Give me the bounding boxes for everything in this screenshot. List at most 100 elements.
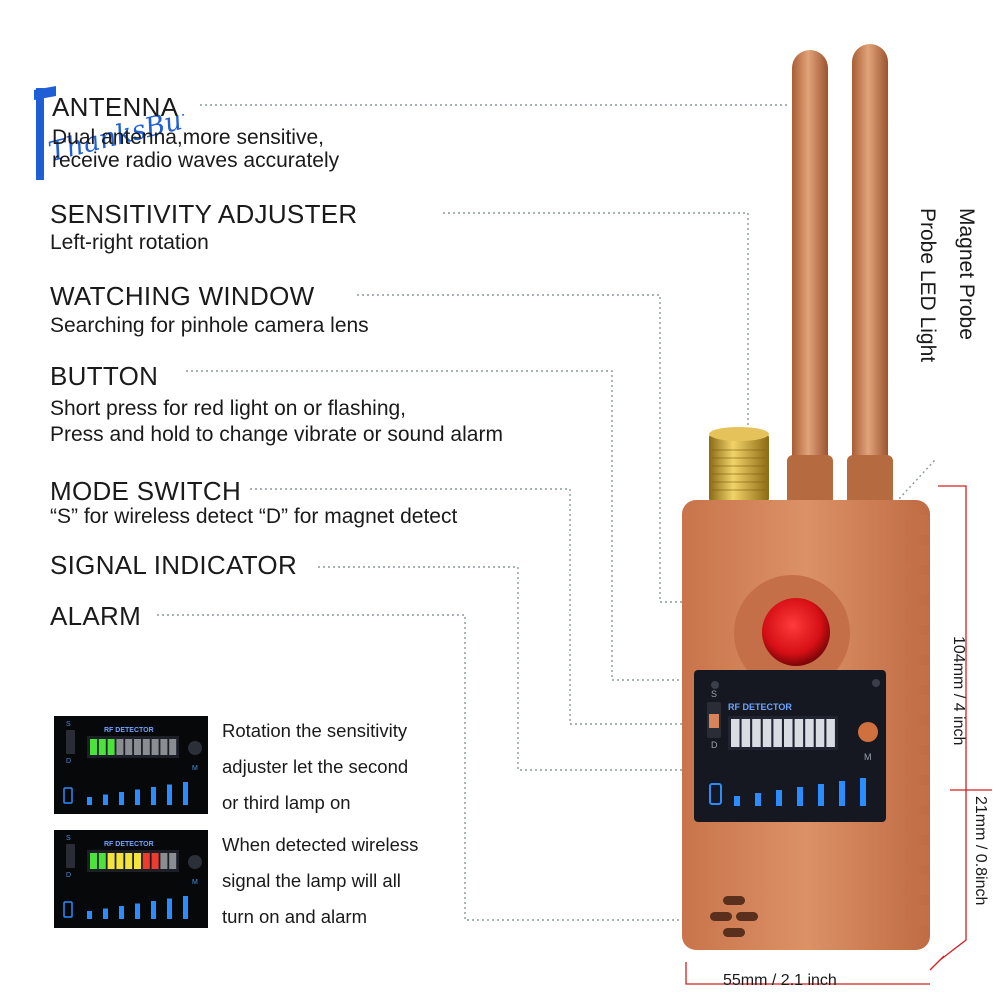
signal-led [784, 719, 793, 747]
mini-signal-bar [151, 901, 156, 919]
example-1-line-2: adjuster let the second [222, 756, 409, 777]
signal-led [741, 719, 751, 747]
mini-signal-bar [103, 908, 108, 919]
example-panel-2: S D RF DETECTOR M [54, 830, 208, 928]
mini-button-m: M [192, 879, 198, 886]
mini-signal-led [142, 853, 150, 869]
mini-signal-led [107, 853, 115, 869]
mini-signal-bar [119, 906, 124, 919]
mini-button [188, 741, 202, 755]
depth-dimension: 21mm / 0.8inch [972, 796, 989, 905]
mini-signal-led [142, 739, 150, 755]
mini-signal-led [125, 853, 133, 869]
mode-switch-slider [709, 714, 719, 728]
signal-bars [734, 778, 866, 806]
mini-signal-led [107, 739, 115, 755]
antenna-title: ANTENNA [52, 92, 179, 122]
mini-signal-bar [183, 782, 188, 805]
antenna-desc-line-2: receive radio waves accurately [52, 149, 340, 172]
mini-signal-bar [119, 792, 124, 805]
mini-signal-led [134, 739, 141, 755]
watching-window-title: WATCHING WINDOW [50, 281, 315, 311]
antenna-desc-line-1: Dual antenna,more sensitive, [52, 126, 324, 149]
mini-button [188, 855, 202, 869]
mini-battery-icon [63, 901, 73, 918]
signal-bar [797, 787, 803, 806]
signal-indicator-title: SIGNAL INDICATOR [50, 550, 298, 580]
button-label-m: M [864, 752, 872, 762]
signal-led [815, 719, 825, 747]
mini-signal-bar [103, 794, 108, 805]
mini-signal-bar [151, 787, 156, 805]
button-desc-line-1: Short press for red light on or flashing… [50, 397, 407, 420]
mini-signal-led [116, 739, 124, 755]
mini-signal-led [151, 853, 159, 869]
signal-indicator-leds [731, 719, 835, 747]
button-desc-line-2: Press and hold to change vibrate or soun… [50, 423, 503, 446]
mini-signal-led [160, 853, 168, 869]
signal-bar [818, 784, 824, 806]
example-1-line-3: or third lamp on [222, 792, 351, 813]
alarm-speaker [710, 896, 758, 937]
mini-signal-led [134, 853, 141, 869]
mini-signal-led [160, 739, 168, 755]
watching-window-desc: Searching for pinhole camera lens [50, 314, 369, 337]
signal-led [731, 719, 740, 747]
alarm-title: ALARM [50, 601, 142, 631]
sensitivity-knob [709, 427, 769, 504]
mini-signal-led [90, 853, 97, 869]
mini-switch-d: D [66, 758, 71, 765]
mini-signal-bar [167, 784, 172, 805]
mini-switch-s: S [66, 835, 71, 842]
example-2-line-2: signal the lamp will all [222, 870, 401, 891]
signal-bar [860, 778, 866, 806]
mini-signal-bar [135, 789, 140, 805]
mini-button-m: M [192, 765, 198, 772]
signal-led [794, 719, 804, 747]
signal-led [826, 719, 835, 747]
mini-signal-bar [183, 896, 188, 919]
mini-signal-led [98, 739, 106, 755]
height-dimension: 104mm / 4 inch [950, 636, 967, 745]
mode-switch-desc: “S” for wireless detect “D” for magnet d… [50, 505, 458, 528]
watching-window-lens [762, 598, 830, 666]
mini-signal-led [125, 739, 133, 755]
example-2-line-1: When detected wireless [222, 834, 419, 855]
mini-signal-bar [167, 898, 172, 919]
example-1-line-1: Rotation the sensitivity [222, 720, 408, 741]
device-button [858, 722, 878, 742]
mini-switch [66, 730, 75, 754]
signal-led [752, 719, 761, 747]
mini-signal-led [151, 739, 159, 755]
mini-signal-led [116, 853, 124, 869]
panel-label: RF DETECTOR [728, 702, 792, 712]
mini-panel-label: RF DETECTOR [104, 727, 154, 734]
mini-signal-bar [87, 911, 92, 919]
signal-led [762, 719, 772, 747]
button-title: BUTTON [50, 361, 159, 391]
mini-switch [66, 844, 75, 868]
switch-label-s: S [711, 689, 717, 699]
sensitivity-adjuster-title: SENSITIVITY ADJUSTER [50, 199, 358, 229]
mini-signal-bar [135, 903, 140, 919]
example-panel-1: S D RF DETECTOR M [54, 716, 208, 814]
mini-switch-d: D [66, 872, 71, 879]
signal-bar [755, 793, 761, 806]
signal-led [805, 719, 814, 747]
sensitivity-adjuster-desc: Left-right rotation [50, 231, 209, 254]
mode-switch-title: MODE SWITCH [50, 476, 242, 506]
mini-signal-led [90, 739, 97, 755]
example-2-line-3: turn on and alarm [222, 906, 368, 927]
mini-signal-led [169, 853, 177, 869]
dimension-lines [685, 485, 992, 985]
antenna-pair [787, 44, 893, 505]
mini-switch-s: S [66, 721, 71, 728]
signal-bar [734, 796, 740, 806]
mini-battery-icon [63, 787, 73, 804]
signal-bar [776, 790, 782, 806]
mini-signal-bar [87, 797, 92, 805]
mini-signal-led [169, 739, 177, 755]
magnet-probe-label: Magnet Probe [955, 208, 978, 340]
mini-panel-label: RF DETECTOR [104, 841, 154, 848]
